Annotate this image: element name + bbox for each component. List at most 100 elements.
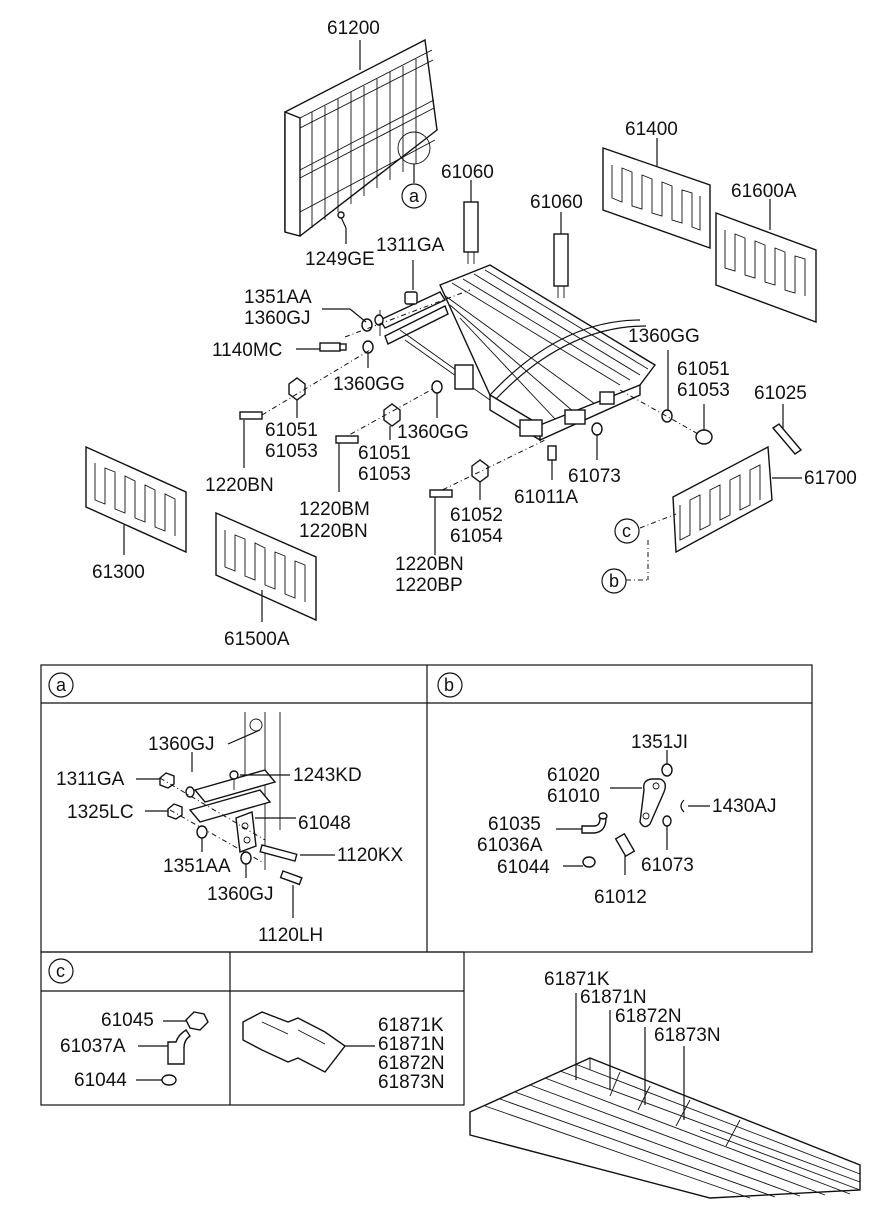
label-e-61873n: 61873N <box>654 1025 721 1046</box>
callout-b[interactable]: b <box>601 568 627 594</box>
platform-deck[interactable] <box>439 264 657 442</box>
nut-c-61045[interactable] <box>185 1011 209 1031</box>
bolt-1220bm[interactable] <box>335 435 359 444</box>
washer-1360gg-middle[interactable] <box>431 380 443 394</box>
label-1140mc: 1140MC <box>212 340 282 361</box>
side-gate-61600a[interactable] <box>715 211 817 324</box>
label-1220bm: 1220BM <box>299 499 370 520</box>
label-61011a: 61011A <box>514 487 578 508</box>
washer-a-1351aa[interactable] <box>196 825 208 839</box>
label-61073: 61073 <box>568 466 621 487</box>
label-b-61012: 61012 <box>594 887 647 908</box>
deck-pads-d[interactable] <box>242 1011 347 1073</box>
section-a-tag: a <box>48 672 74 698</box>
side-gate-61300[interactable] <box>85 445 187 554</box>
label-a-1120lh: 1120LH <box>258 925 323 946</box>
frame-rails[interactable] <box>378 291 615 437</box>
side-gate-61500a[interactable] <box>215 511 317 622</box>
callout-c-letter: c <box>622 521 631 541</box>
label-b-61073: 61073 <box>641 855 694 876</box>
callout-a[interactable]: a <box>401 183 427 209</box>
label-a-1120kx: 1120KX <box>337 845 404 866</box>
svg-text:b: b <box>444 675 454 695</box>
elbow-c-61037a[interactable] <box>167 1029 191 1065</box>
post-61060-right[interactable] <box>553 233 569 298</box>
label-1360gg-left: 1360GG <box>333 374 405 395</box>
label-1351aa: 1351AA <box>244 287 312 308</box>
washer-1360gg-right[interactable] <box>661 409 673 423</box>
bolt-1220bn-left[interactable] <box>239 411 263 420</box>
label-1311ga: 1311GA <box>376 235 445 256</box>
label-b-61035: 61035 <box>488 814 541 835</box>
label-61025: 61025 <box>754 383 807 404</box>
label-61051-left: 61051 <box>265 420 318 441</box>
label-1220bn-bottom: 1220BN <box>395 554 464 575</box>
latch-61025[interactable] <box>771 423 803 455</box>
label-61052: 61052 <box>450 505 503 526</box>
label-b-61044: 61044 <box>497 857 550 878</box>
headboard-61200[interactable] <box>284 38 438 237</box>
label-61051-middle: 61051 <box>358 443 411 464</box>
label-1220bn-middle: 1220BN <box>299 521 368 542</box>
elbow-b-61035[interactable] <box>581 812 608 834</box>
section-c-tag: c <box>48 958 74 984</box>
nut-1311ga[interactable] <box>404 291 418 305</box>
washer-b-1351ji[interactable] <box>661 763 673 777</box>
pin-b-61012[interactable] <box>614 832 636 858</box>
label-a-1311ga: 1311GA <box>56 769 125 790</box>
bracket-61051-left[interactable] <box>288 377 306 401</box>
screw-a-1243kd[interactable] <box>229 770 239 790</box>
tail-gate-61700[interactable] <box>672 445 773 554</box>
detail-table-grid <box>40 664 813 1106</box>
label-a-1325lc: 1325LC <box>67 802 134 823</box>
washer-b-61073[interactable] <box>662 815 672 827</box>
washer-61073[interactable] <box>591 422 603 436</box>
label-e-61872n: 61872N <box>615 1006 682 1027</box>
cap-b-61044[interactable] <box>582 856 596 868</box>
label-a-1360gj-bottom: 1360GJ <box>207 884 274 905</box>
spring-b-1430aj[interactable] <box>680 799 685 813</box>
bolt-1220bn-bottom[interactable] <box>429 489 453 498</box>
section-a-frame-bracket[interactable] <box>188 712 281 870</box>
deck-closeup[interactable] <box>469 1057 861 1199</box>
label-61053-right: 61053 <box>677 380 730 401</box>
nut-a-1325lc[interactable] <box>167 803 183 820</box>
label-c-61045: 61045 <box>101 1010 154 1031</box>
label-b-1351ji: 1351JI <box>631 732 688 753</box>
label-d-61871n: 61871N <box>378 1034 445 1055</box>
washer-a-1360gj[interactable] <box>185 786 195 798</box>
cap-61051-right[interactable] <box>695 429 713 445</box>
side-gate-61400[interactable] <box>602 147 711 249</box>
label-d-61873n: 61873N <box>378 1072 445 1093</box>
label-1249ge: 1249GE <box>305 249 375 270</box>
cap-c-61044[interactable] <box>161 1074 177 1086</box>
callout-b-letter: b <box>609 571 619 591</box>
washer-1351aa[interactable] <box>361 318 373 332</box>
label-1220bn-left: 1220BN <box>205 475 274 496</box>
label-61500a: 61500A <box>224 629 290 650</box>
washer-1360gj[interactable] <box>374 314 384 326</box>
label-e-61871n: 61871N <box>580 987 647 1008</box>
label-b-61020: 61020 <box>547 765 600 786</box>
label-61060-left: 61060 <box>441 162 494 183</box>
label-61600a: 61600A <box>731 181 797 202</box>
bolt-a-1120lh[interactable] <box>279 870 303 886</box>
label-a-1360gj-top: 1360GJ <box>148 734 215 755</box>
callout-c[interactable]: c <box>614 518 640 544</box>
label-e-61871k: 61871K <box>544 969 610 990</box>
label-c-61037a: 61037A <box>60 1036 126 1057</box>
pin-61011a[interactable] <box>547 445 557 461</box>
washer-a-1360gj-bottom[interactable] <box>240 851 252 865</box>
bolt-a-1120kx[interactable] <box>259 844 298 862</box>
label-a-1351aa: 1351AA <box>163 856 231 877</box>
label-1220bp: 1220BP <box>395 575 463 596</box>
nut-a-1311ga[interactable] <box>159 772 175 789</box>
callout-a-letter: a <box>409 186 420 206</box>
bolt-1140mc[interactable] <box>319 342 347 352</box>
link-b-61020[interactable] <box>639 778 667 828</box>
label-61200: 61200 <box>327 18 380 39</box>
section-b-tag: b <box>437 672 463 698</box>
screw-1249ge[interactable] <box>337 211 347 229</box>
bracket-61052[interactable] <box>471 459 489 483</box>
post-61060-left[interactable] <box>463 201 479 264</box>
